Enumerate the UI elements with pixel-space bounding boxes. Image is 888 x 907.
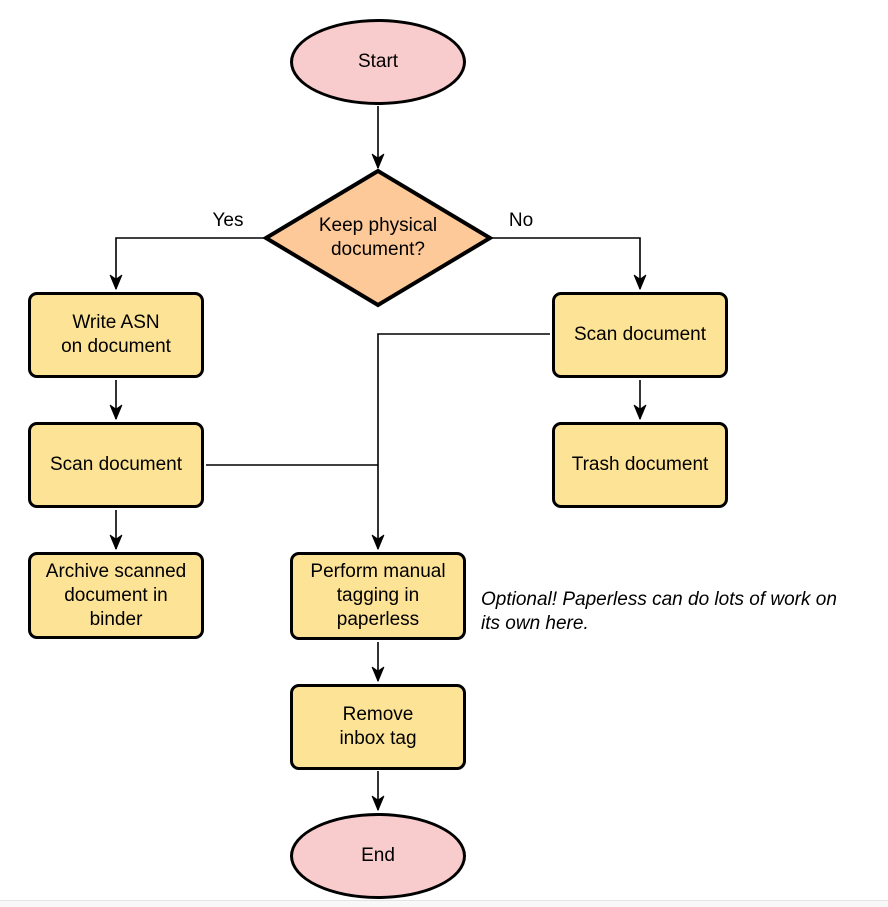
scan-document-right-node: Scan document xyxy=(552,292,728,378)
remove-inbox-node: Remove inbox tag xyxy=(290,684,466,770)
write-asn-node: Write ASN on document xyxy=(28,292,204,378)
edge-scan-right-to-perform-tagging xyxy=(371,333,550,550)
scan-document-left-label: Scan document xyxy=(49,454,183,475)
edge-decision-no-to-scan-right xyxy=(490,237,647,290)
perform-tagging-label: Perform manual tagging in paperless xyxy=(310,561,446,630)
edge-label-yes: Yes xyxy=(212,210,244,231)
scan-document-left-node: Scan document xyxy=(28,422,204,508)
decision-node-shape xyxy=(262,168,494,308)
archive-node-label: Archive scanned document in binder xyxy=(45,560,187,630)
window-bottom-strip xyxy=(0,900,888,907)
decision-node-label-wrap: Keep physical document? xyxy=(280,210,476,266)
edge-label-no: No xyxy=(508,210,534,231)
end-node: End xyxy=(290,813,466,899)
scan-document-right-label: Scan document xyxy=(573,324,707,345)
edge-decision-yes-to-write-asn xyxy=(109,237,266,290)
decision-node-label: Keep physical document? xyxy=(318,215,438,260)
trash-document-label: Trash document xyxy=(571,454,709,475)
write-asn-node-label: Write ASN on document xyxy=(61,312,171,357)
archive-node: Archive scanned document in binder xyxy=(28,552,204,639)
optional-note: Optional! Paperless can do lots of work … xyxy=(481,589,837,634)
remove-inbox-label: Remove inbox tag xyxy=(339,704,417,749)
trash-document-node: Trash document xyxy=(552,422,728,508)
start-node: Start xyxy=(290,19,466,105)
perform-tagging-node: Perform manual tagging in paperless xyxy=(290,552,466,640)
end-node-label: End xyxy=(361,845,395,866)
start-node-label: Start xyxy=(357,51,399,72)
